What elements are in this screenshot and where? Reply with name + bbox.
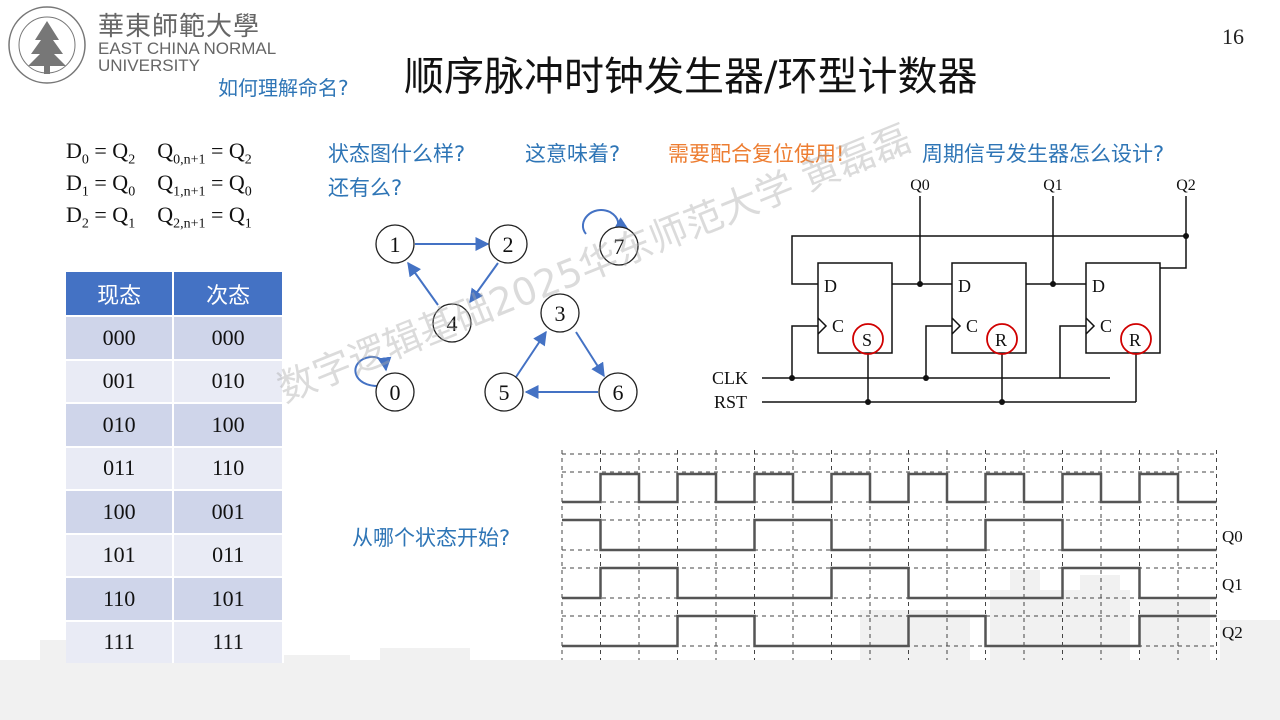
ff2-d-label: D <box>1092 276 1105 296</box>
timing-label-q2: Q2 <box>1222 623 1243 642</box>
page-number: 16 <box>1222 24 1244 49</box>
clock-waveform <box>562 472 1217 504</box>
clk-label: CLK <box>712 368 748 388</box>
question-meaning: 这意味着? <box>525 142 621 166</box>
ff1-c-label: C <box>966 316 978 336</box>
timing-label-q1: Q1 <box>1222 575 1243 594</box>
state-node-7: 7 <box>614 234 625 259</box>
state-node-5: 5 <box>499 380 510 405</box>
circuit-output-q1: Q1 <box>1043 177 1063 194</box>
ff0-c-label: C <box>832 316 844 336</box>
circuit-output-q0: Q0 <box>910 177 930 194</box>
table-header-present: 现态 <box>66 272 175 316</box>
flip-flop-2 <box>1085 262 1161 354</box>
ff0-set-label: S <box>862 330 872 350</box>
ff2-reset-label: R <box>1129 330 1141 350</box>
question-anything-else: 还有么? <box>328 176 403 200</box>
ring-counter-circuit: D D D C C C S R R CLK RST Q0 Q1 Q2 <box>712 177 1196 412</box>
state-node-2: 2 <box>503 232 514 257</box>
ff0-d-label: D <box>824 276 837 296</box>
equation-row-2: D2 = Q1 Q2,n+1 = Q1 <box>66 202 252 232</box>
logo-chinese-name: 華東師範大學 <box>98 12 261 42</box>
flip-flop-0 <box>817 262 893 354</box>
page-title: 顺序脉冲时钟发生器/环型计数器 <box>404 54 978 100</box>
logo-english-line2: UNIVERSITY <box>98 56 201 75</box>
equation-row-0: D0 = Q2 Q0,n+1 = Q2 <box>66 138 252 168</box>
title-subtitle: 如何理解命名? <box>218 76 349 100</box>
state-node-6: 6 <box>613 380 624 405</box>
state-node-0: 0 <box>390 380 401 405</box>
state-diagram: 1 2 4 7 3 0 5 6 <box>354 209 639 412</box>
university-seal-icon <box>8 6 86 84</box>
q1-waveform <box>562 566 1217 600</box>
circuit-output-q2: Q2 <box>1176 177 1196 194</box>
question-periodic-generator: 周期信号发生器怎么设计? <box>922 142 1165 166</box>
question-state-diagram: 状态图什么样? <box>328 142 466 166</box>
q0-waveform <box>562 518 1217 552</box>
rst-label: RST <box>714 392 747 412</box>
equation-row-1: D1 = Q0 Q1,n+1 = Q0 <box>66 170 252 200</box>
timing-label-q0: Q0 <box>1222 527 1243 546</box>
flip-flop-1 <box>951 262 1027 354</box>
timing-diagram: Q0 Q1 Q2 <box>561 450 1243 660</box>
state-node-4: 4 <box>447 311 458 336</box>
ff1-reset-label: R <box>995 330 1007 350</box>
logo-english-line1: EAST CHINA NORMAL <box>98 39 277 58</box>
state-node-1: 1 <box>390 232 401 257</box>
state-node-3: 3 <box>555 301 566 326</box>
ff1-d-label: D <box>958 276 971 296</box>
q2-waveform <box>562 614 1217 648</box>
note-reset-required: 需要配合复位使用! <box>668 142 845 166</box>
question-start-state: 从哪个状态开始? <box>352 526 511 550</box>
table-header-next: 次态 <box>173 272 284 316</box>
ff2-c-label: C <box>1100 316 1112 336</box>
